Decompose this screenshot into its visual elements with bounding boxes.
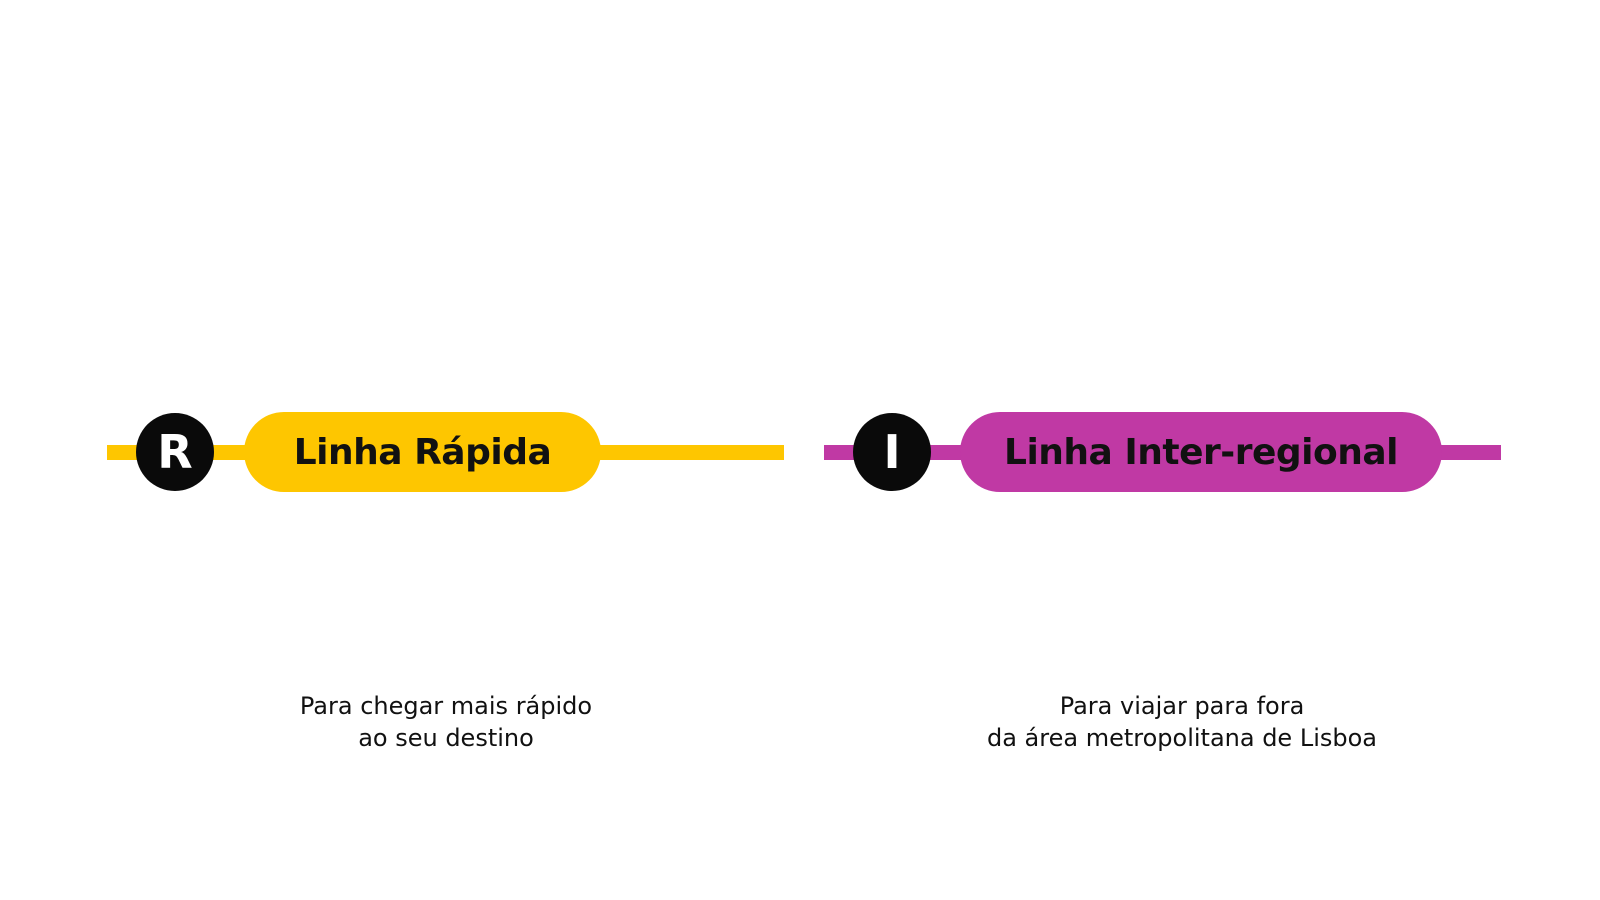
rapid-caption-line-2: ao seu destino (358, 724, 534, 752)
rapid-line-name: Linha Rápida (244, 412, 601, 492)
inter-regional-line-caption: Para viajar para fora da área metropolit… (912, 690, 1452, 754)
inter-regional-line-badge: I (853, 413, 931, 491)
rapid-line-diagram: R Linha Rápida (107, 412, 784, 492)
inter-regional-caption-line-2: da área metropolitana de Lisboa (986, 724, 1377, 752)
rapid-caption-line-1: Para chegar mais rápido (299, 692, 593, 720)
rapid-line-badge: R (136, 413, 214, 491)
inter-regional-caption-line-1: Para viajar para fora (1059, 692, 1305, 720)
inter-regional-line-diagram: I Linha Inter-regional (824, 412, 1501, 492)
rapid-line-caption: Para chegar mais rápido ao seu destino (246, 690, 646, 754)
inter-regional-line-name: Linha Inter-regional (960, 412, 1442, 492)
